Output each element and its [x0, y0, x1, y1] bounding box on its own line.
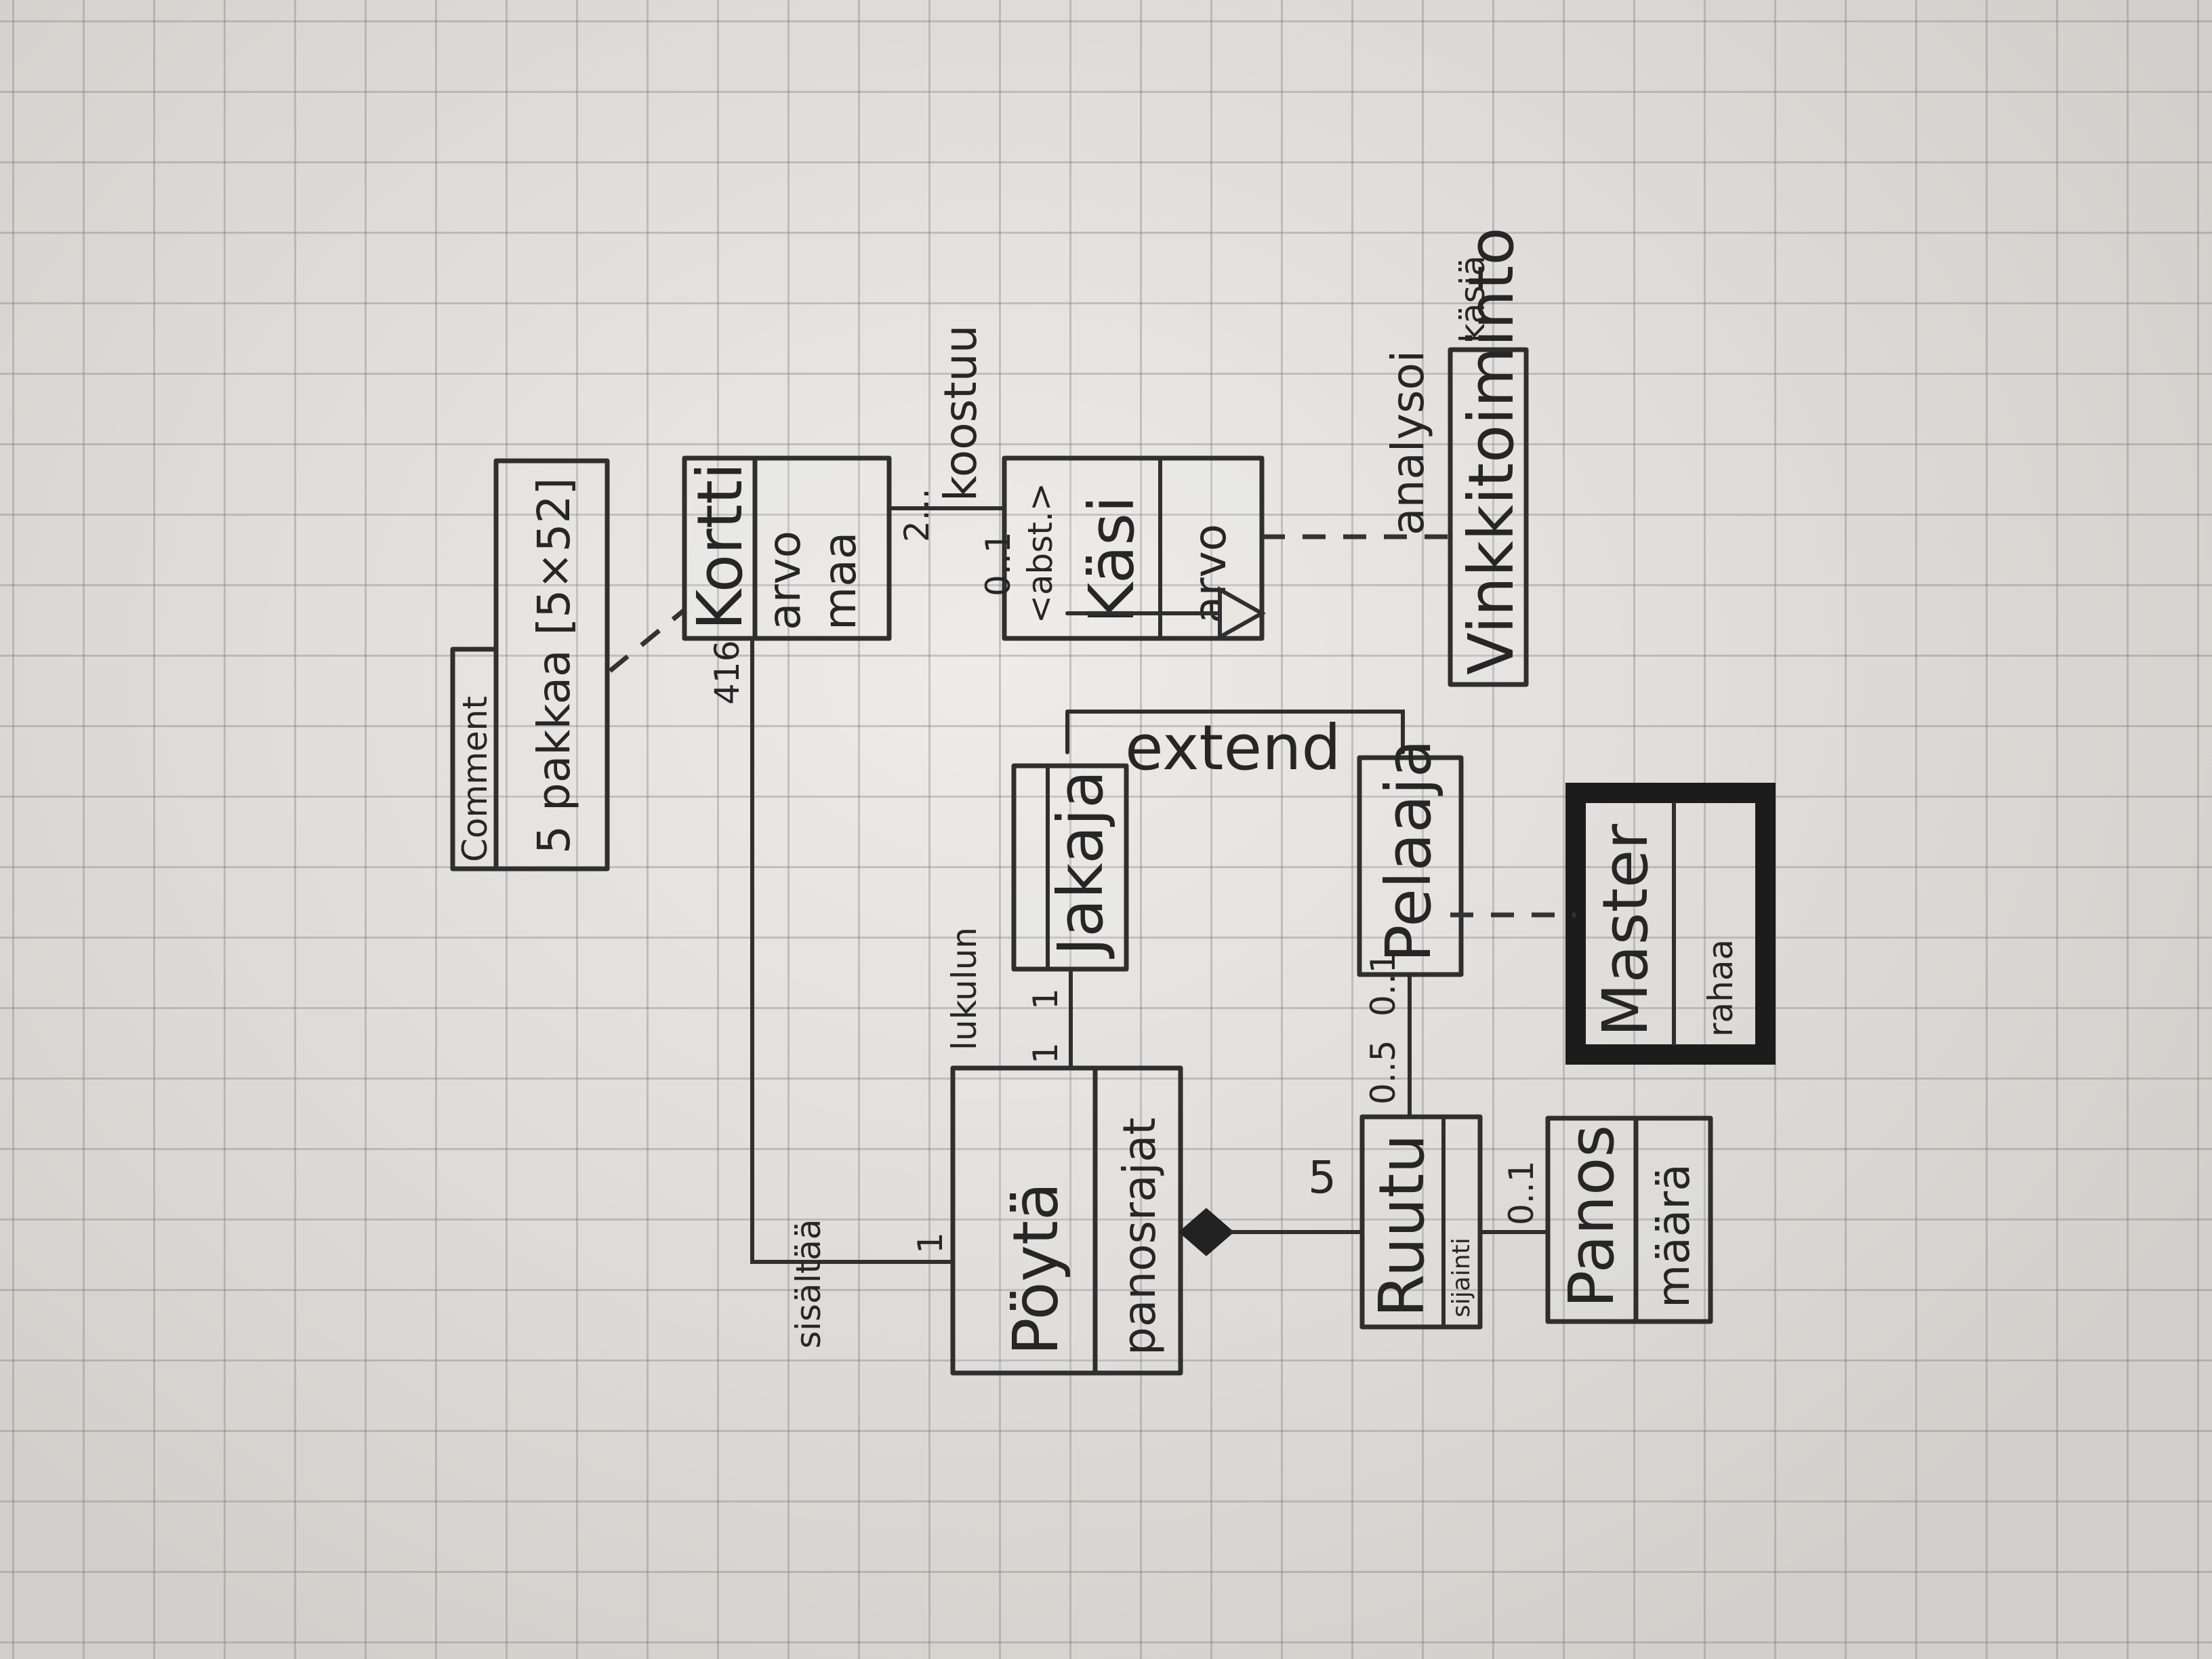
class-kortti-attr-maa: maa	[814, 532, 866, 630]
generalization-extend: extend	[1065, 586, 1405, 784]
mult-kasi-koostuu: 0..1	[979, 532, 1018, 596]
class-kortti: Kortti arvo maa	[682, 455, 892, 641]
composition-poyta-ruutu: 5	[1178, 1151, 1364, 1256]
label-sisaltaa: sisältää	[789, 1219, 828, 1349]
mult-ruutu-pelaaja-2: 0..1	[1364, 952, 1403, 1017]
label-extend: extend	[1125, 712, 1341, 784]
class-master-attr-rahaa: rahaa	[1701, 939, 1740, 1037]
mult-ruutu-pelaaja-1: 0..5	[1364, 1040, 1403, 1105]
mult-jakaja-poyta: 1	[1026, 988, 1065, 1010]
mult-poyta-kortti: 1	[911, 1232, 950, 1254]
comment-link	[608, 608, 687, 673]
assoc-ruutu-pelaaja: 0..5 0..1	[1364, 952, 1412, 1119]
class-panos: Panos määrä	[1545, 1115, 1713, 1324]
class-kortti-attr-arvo: arvo	[758, 531, 811, 630]
label-analysoi: analysoi	[1382, 350, 1434, 535]
comment-note: Comment 5 pakkaa [5×52]	[450, 458, 610, 872]
class-kasi-name: Käsi	[1076, 495, 1148, 623]
class-master: Master rahaa	[1565, 783, 1776, 1065]
mult-kortti-koostuu: 2...	[897, 489, 937, 543]
mult-poyta-jakaja: 1	[1026, 1042, 1065, 1064]
class-ruutu: Ruutu sijainti	[1359, 1114, 1483, 1330]
class-kortti-name: Kortti	[684, 462, 756, 630]
dependency-analysoi: analysoi	[1262, 350, 1450, 539]
class-pelaaja-name: Pelaaja	[1372, 739, 1445, 962]
assoc-jakaja-poyta: 1 1 lukulun	[945, 927, 1073, 1070]
assoc-kortti-kasi: 2... 0..1 koostuu	[887, 325, 1018, 596]
assoc-kortti-poyta: 416 1 sisältää	[708, 636, 955, 1349]
class-jakaja: Jakaja	[1011, 763, 1129, 972]
class-vinkkitoiminto-name: Vinkkitoiminto	[1455, 227, 1528, 675]
class-vinkkitoiminto: Vinkkitoiminto käsiä	[1448, 227, 1529, 687]
class-ruutu-name: Ruutu	[1366, 1134, 1438, 1317]
class-master-name: Master	[1589, 824, 1662, 1037]
mult-ruutu-poyta: 5	[1308, 1151, 1336, 1204]
class-poyta-name: Pöytä	[1000, 1183, 1072, 1355]
class-poyta-attr-panosrajat: panosrajat	[1113, 1118, 1166, 1355]
class-panos-name: Panos	[1555, 1125, 1628, 1308]
comment-header: Comment	[455, 696, 495, 862]
label-kasis: käsiä	[1453, 255, 1492, 343]
mult-kortti-poyta: 416	[708, 640, 747, 705]
assoc-ruutu-panos: 0..1	[1478, 1161, 1550, 1234]
class-ruutu-attr-sijainti: sijainti	[1448, 1237, 1475, 1317]
class-panos-attr-maara: määrä	[1647, 1164, 1700, 1308]
class-poyta: Pöytä panosrajat	[950, 1065, 1183, 1376]
class-kasi-stereotype: <abst.>	[1021, 483, 1060, 623]
class-jakaja-name: Jakaja	[1044, 771, 1117, 959]
label-koostuu: koostuu	[935, 325, 987, 501]
class-pelaaja: Pelaaja	[1357, 739, 1464, 977]
mult-ruutu-panos: 0..1	[1502, 1161, 1541, 1225]
label-lukulun: lukulun	[945, 927, 984, 1050]
comment-body: 5 pakkaa [5×52]	[528, 478, 580, 854]
